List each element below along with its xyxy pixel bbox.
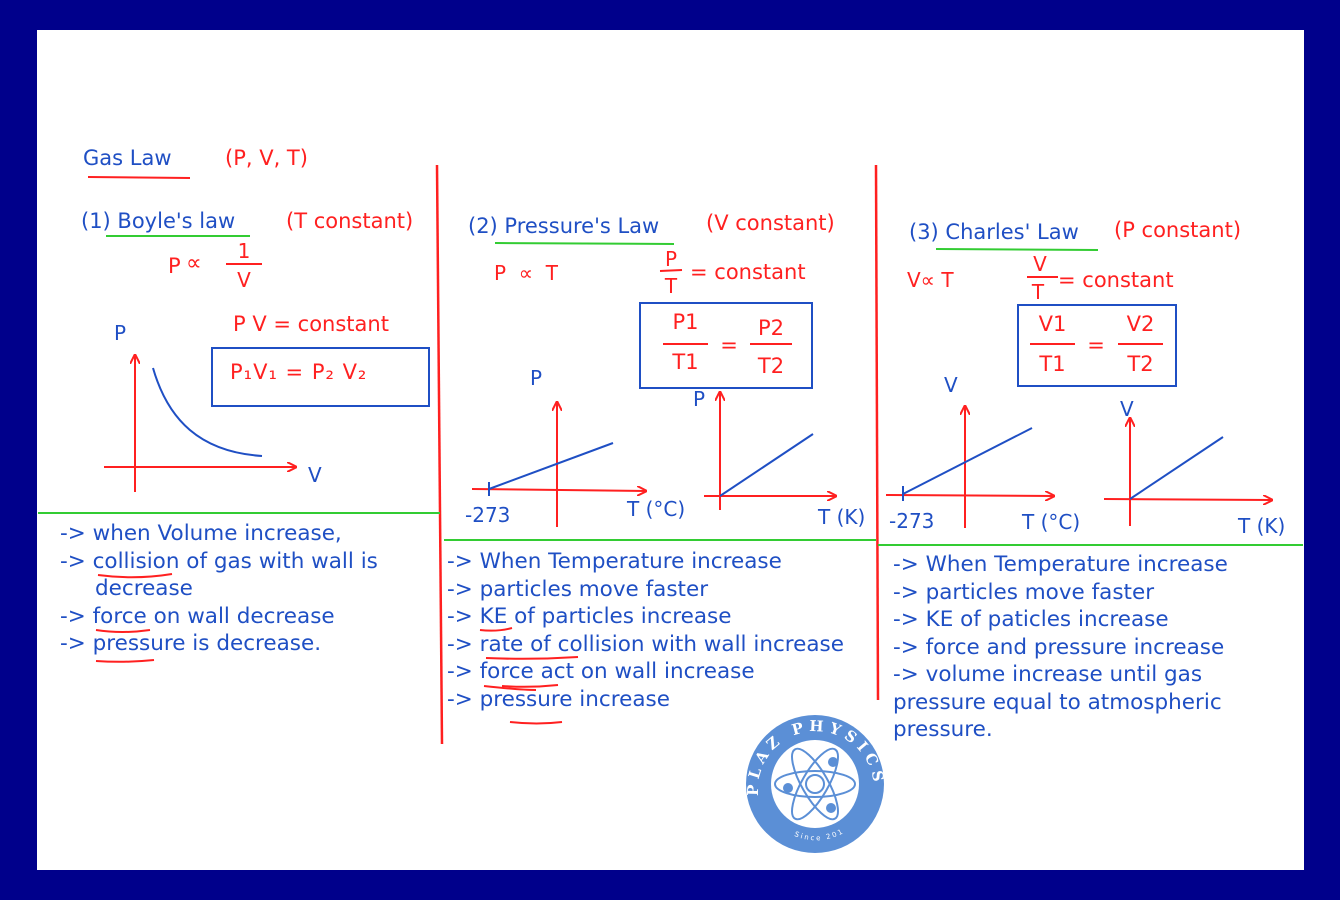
pressure-box-eq: = — [720, 333, 738, 357]
charles-box-num1: V1 — [1038, 312, 1067, 336]
charles-heading: (3) Charles' Law — [909, 220, 1079, 244]
charles-graph1-zero: -273 — [889, 509, 935, 533]
boyle-graph — [104, 355, 296, 492]
charles-box-den1: T1 — [1039, 352, 1066, 376]
pressure-notes: -> When Temperature increase -> particle… — [447, 548, 844, 713]
charles-line-kelvin — [1129, 436, 1224, 500]
boyle-frac-num: 1 — [237, 239, 251, 263]
charles-graph2-x-label: T (K) — [1238, 514, 1286, 538]
charles-ratio-den: T — [1031, 280, 1045, 304]
charles-condition: (P constant) — [1114, 218, 1242, 242]
charles-graph1-x-label: T (°C) — [1022, 510, 1081, 534]
note-underlines — [95, 573, 579, 725]
charles-graph-kelvin — [1103, 418, 1272, 526]
list-item: pressure equal to atmospheric — [893, 689, 1222, 715]
boyle-condition: (T constant) — [286, 209, 414, 233]
boyle-frac-den: V — [237, 268, 251, 292]
pressure-line-kelvin — [719, 433, 814, 497]
boyle-axis-y-label: P — [114, 321, 127, 345]
list-item: -> rate of collision with wall increase — [447, 631, 844, 657]
charles-graph2-y-label: V — [1120, 397, 1134, 421]
pressure-ratio-eq: = constant — [690, 260, 806, 284]
charles-notes: -> When Temperature increase -> particle… — [893, 551, 1228, 744]
pressure-heading: (2) Pressure's Law — [468, 214, 660, 238]
list-item: -> pressure is decrease. — [60, 631, 322, 656]
list-item: -> volume increase until gas — [893, 662, 1203, 687]
pressure-box-num1: P1 — [672, 310, 699, 334]
page-title: Gas Law — [83, 146, 172, 170]
proportional-symbol: ∝ — [186, 251, 202, 276]
list-item: -> pressure increase — [447, 686, 670, 712]
pressure-relation: P ∝ T — [494, 261, 558, 285]
list-item: -> force act on wall increase — [447, 659, 755, 684]
list-item: -> When Temperature increase — [893, 552, 1228, 577]
pressure-ratio-num: P — [664, 247, 678, 271]
whiteboard — [37, 30, 1304, 870]
charles-ratio-num: V — [1033, 252, 1047, 276]
boyle-equation: P₁V₁ = P₂ V₂ — [230, 360, 368, 384]
pressure-graph-kelvin — [704, 392, 836, 510]
title-underline — [87, 176, 191, 179]
pressure-ratio-den: T — [664, 274, 678, 298]
boyle-curve — [152, 367, 263, 457]
list-item: -> KE of paticles increase — [893, 607, 1169, 632]
charles-box-num2: V2 — [1126, 312, 1155, 336]
list-item: -> force on wall decrease — [60, 603, 335, 629]
list-item: -> force and pressure increase — [893, 634, 1225, 660]
pressure-line-celsius — [488, 442, 614, 490]
pressure-ratio-bar — [659, 269, 683, 272]
list-item: pressure. — [893, 717, 993, 742]
list-item: -> particles move faster — [893, 579, 1155, 605]
pressure-underline — [494, 242, 675, 245]
boyle-equation-box — [211, 347, 430, 407]
title-variables: (P, V, T) — [225, 146, 308, 170]
charles-box-eq: = — [1087, 333, 1105, 357]
charles-graph-celsius — [885, 406, 1054, 528]
pressure-graph1-zero: -273 — [465, 503, 511, 527]
charles-box-den2: T2 — [1127, 352, 1154, 376]
boyle-heading: (1) Boyle's law — [81, 209, 236, 233]
charles-underline — [935, 248, 1099, 251]
charles-relation: V∝ T — [907, 268, 954, 292]
divider-2 — [874, 164, 880, 701]
list-item: decrease — [95, 576, 193, 601]
boyle-axis-x-label: V — [308, 463, 322, 487]
divider-1 — [435, 164, 444, 745]
charles-graph1-y-label: V — [944, 373, 958, 397]
boyle-relation-p: P — [168, 254, 181, 278]
pv-constant: P V = constant — [233, 312, 389, 336]
pressure-graph2-x-label: T (K) — [818, 505, 866, 529]
pressure-box-den2: T2 — [757, 354, 785, 378]
pressure-box-num2: P2 — [757, 316, 785, 340]
boyle-notes: -> when Volume increase, -> collision of… — [60, 520, 378, 658]
list-item: -> when Volume increase, — [60, 521, 342, 546]
charles-ratio-eq: = constant — [1058, 268, 1174, 292]
pressure-graph1-x-label: T (°C) — [627, 497, 686, 521]
list-item: -> collision of gas with wall is — [60, 548, 378, 574]
charles-line-celsius — [902, 427, 1033, 495]
list-item: -> particles move faster — [447, 576, 709, 602]
pressure-condition: (V constant) — [706, 211, 835, 235]
charles-equation-box — [1017, 304, 1177, 387]
pressure-equation-box — [639, 302, 813, 389]
list-item: -> When Temperature increase — [447, 549, 782, 574]
list-item: -> KE of particles increase — [447, 604, 732, 629]
pressure-graph1-y-label: P — [530, 366, 543, 390]
pressure-graph2-y-label: P — [693, 387, 706, 411]
pressure-box-den1: T1 — [672, 350, 699, 374]
pressure-graph-celsius — [471, 402, 646, 527]
